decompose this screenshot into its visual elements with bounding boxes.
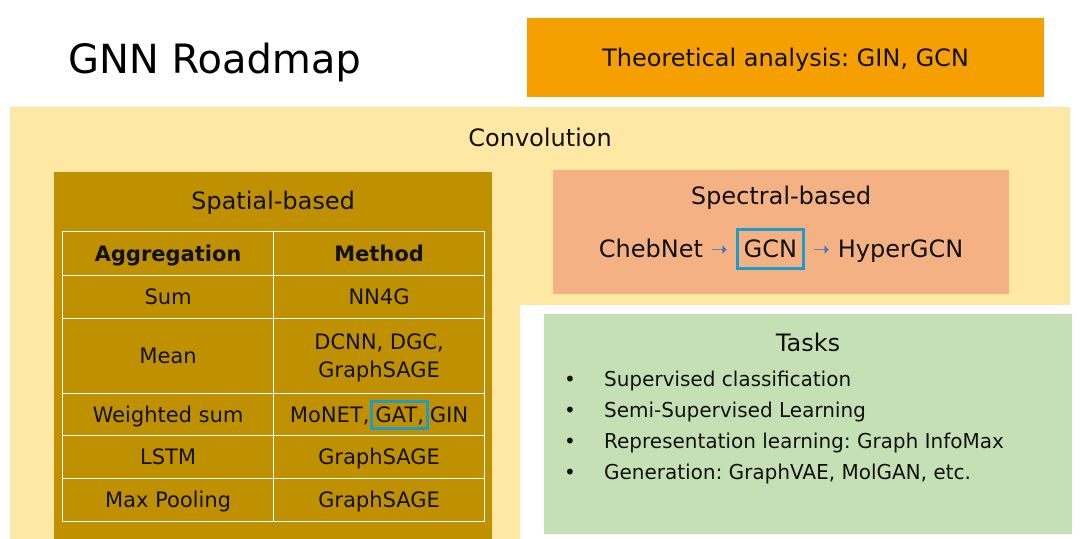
spectral-based-title: Spectral-based — [690, 182, 872, 210]
aggregation-cell: Max Pooling — [62, 478, 274, 522]
bullet-icon: • — [564, 367, 576, 391]
arrow-right-icon: ➝ — [710, 237, 728, 261]
method-text: MoNET, — [289, 402, 370, 427]
gcn-highlight: GCN — [735, 228, 805, 270]
aggregation-cell: Mean — [62, 318, 274, 394]
method-cell: GraphSAGE — [273, 478, 485, 522]
tasks-title: Tasks — [775, 329, 841, 357]
aggregation-table: Aggregation Method Sum NN4G Mean DCNN, D… — [62, 231, 485, 522]
arrow-right-icon: ➝ — [812, 237, 830, 261]
method-line: GraphSAGE — [318, 358, 440, 382]
spatial-based-title: Spatial-based — [191, 187, 355, 215]
convolution-title: Convolution — [468, 124, 612, 152]
method-cell: MoNET,GAT,GIN — [273, 393, 485, 436]
method-cell: NN4G — [273, 275, 485, 319]
task-label: Semi-Supervised Learning — [604, 398, 866, 422]
theoretical-analysis-label: Theoretical analysis: GIN, GCN — [602, 43, 969, 72]
spectral-based-panel — [553, 170, 1009, 294]
tasks-list: • Supervised classification • Semi-Supervi… — [564, 364, 1004, 488]
aggregation-cell: LSTM — [62, 435, 274, 479]
list-item: • Generation: GraphVAE, MolGAN, etc. — [564, 457, 1004, 488]
list-item: • Representation learning: Graph InfoMax — [564, 426, 1004, 457]
page-title: GNN Roadmap — [68, 37, 361, 83]
method-line: DCNN, DGC, — [314, 330, 444, 354]
chebnet-node: ChebNet — [598, 235, 703, 263]
method-cell: GraphSAGE — [273, 435, 485, 479]
task-label: Generation: GraphVAE, MolGAN, etc. — [604, 460, 971, 484]
theoretical-analysis-box: Theoretical analysis: GIN, GCN — [527, 18, 1044, 97]
bullet-icon: • — [564, 398, 576, 422]
spectral-method-chain: ChebNet ➝ GCN ➝ HyperGCN — [553, 228, 1009, 270]
bullet-icon: • — [564, 429, 576, 453]
method-text: GIN — [429, 402, 469, 427]
table-row: Sum NN4G — [62, 275, 485, 319]
hypergcn-node: HyperGCN — [837, 235, 964, 263]
aggregation-cell: Sum — [62, 275, 274, 319]
list-item: • Supervised classification — [564, 364, 1004, 395]
table-row: LSTM GraphSAGE — [62, 435, 485, 479]
table-row: Max Pooling GraphSAGE — [62, 478, 485, 522]
method-cell: DCNN, DGC, GraphSAGE — [273, 318, 485, 394]
header-aggregation: Aggregation — [62, 231, 274, 276]
list-item: • Semi-Supervised Learning — [564, 395, 1004, 426]
aggregation-cell: Weighted sum — [62, 393, 274, 436]
gat-highlight: GAT, — [370, 399, 429, 430]
task-label: Supervised classification — [604, 367, 852, 391]
task-label: Representation learning: Graph InfoMax — [604, 429, 1004, 453]
table-row: Weighted sum MoNET,GAT,GIN — [62, 393, 485, 436]
table-header-row: Aggregation Method — [62, 231, 485, 276]
header-method: Method — [273, 231, 485, 276]
bullet-icon: • — [564, 460, 576, 484]
table-row: Mean DCNN, DGC, GraphSAGE — [62, 318, 485, 394]
tasks-panel — [544, 314, 1072, 534]
